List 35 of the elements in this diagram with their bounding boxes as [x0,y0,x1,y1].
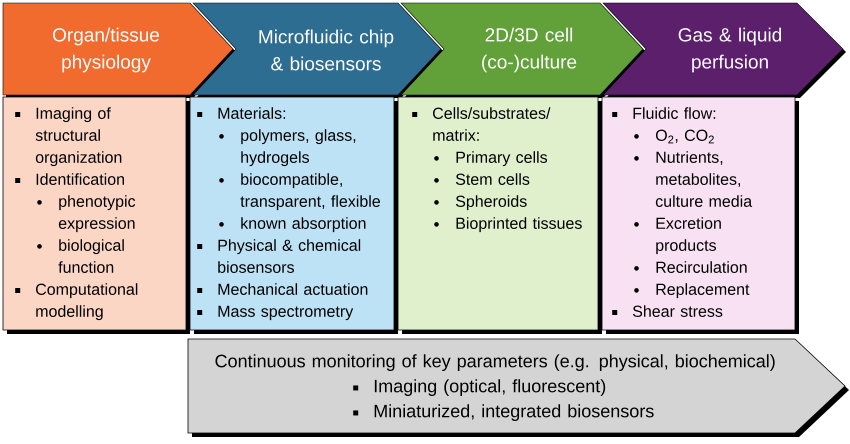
list-item: Shear stress [632,305,722,317]
list-item: biological function [58,239,124,273]
list-item: Mechanical actuation [218,283,368,295]
chevron-header [602,2,846,98]
list-item: Recirculation [656,261,747,273]
content-box [602,96,799,334]
list-item: Stem cells [456,173,530,185]
list-item: Fluidic flow: [634,107,716,119]
content-box [2,96,190,334]
list-item: Materials: [218,107,286,119]
list-item: Primary cells [456,151,548,166]
list-item: Replacement [656,283,750,298]
list-item: Nutrients, metabolites, culture media [656,151,752,207]
list-item: known absorption [241,217,366,232]
heading: 2D/3D cell (co-)culture [482,28,576,72]
list-item: Excretion products [656,217,721,254]
list-item: Computational modelling [36,283,138,320]
heading: Microfluidic chip & biosensors [259,30,394,70]
heading: Organ/tissue physiology [53,28,160,72]
heading: Gas & liquid perfusion [678,28,782,72]
list-item: Imaging (optical, fluorescent) [374,379,606,396]
list-item: Spheroids [456,195,527,210]
list-item: Mass spectrometry [218,306,354,320]
list-item: O$_{2}$, CO$_{2}$ [656,130,714,144]
chevron-header [2,2,236,98]
list-item: Bioprinted tissues [456,217,582,232]
content-box [190,96,398,334]
list-item: Physical & chemical biosensors [218,239,360,273]
content-box [398,96,602,334]
list-item: Cells/substrates/ matrix: [433,107,550,141]
chevron-banner [188,338,850,437]
list-item: Imaging of structural organization [36,107,122,166]
heading: Continuous monitoring of key parameters (e.g. physical, biochemical) [216,354,775,371]
list-item: Miniaturized, integrated biosensors [374,404,654,421]
list-item: Identification [36,173,124,185]
